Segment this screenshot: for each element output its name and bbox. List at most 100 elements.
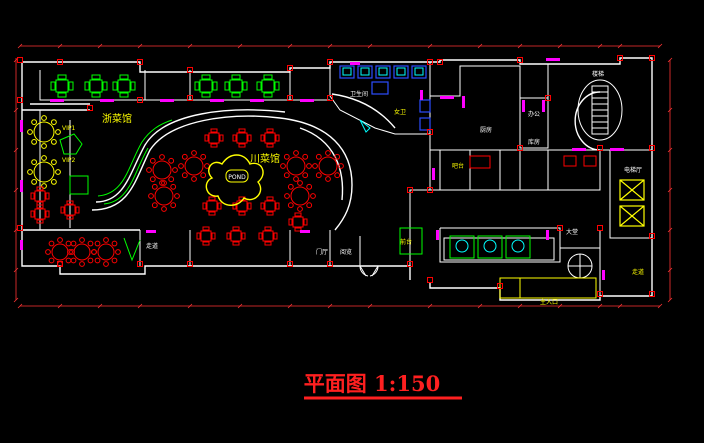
door xyxy=(300,230,310,233)
door xyxy=(440,96,454,99)
square-table xyxy=(30,186,50,206)
column xyxy=(287,95,293,101)
door xyxy=(20,120,23,132)
column xyxy=(187,95,193,101)
column xyxy=(327,95,333,101)
private-table xyxy=(50,74,74,98)
column xyxy=(137,97,143,103)
curved-walls xyxy=(91,91,601,231)
dining-furniture xyxy=(30,128,344,267)
tick-bottom xyxy=(557,303,563,309)
elevator-shafts xyxy=(619,179,645,227)
door xyxy=(420,90,423,100)
door-markers xyxy=(20,58,624,280)
private-table xyxy=(256,74,280,98)
column xyxy=(617,55,623,61)
service-equipment xyxy=(399,155,597,299)
column xyxy=(327,59,333,65)
tick-top xyxy=(327,43,333,49)
dimension-lines xyxy=(15,45,671,307)
column xyxy=(649,55,655,61)
tick-right xyxy=(667,297,673,303)
tick-bottom xyxy=(137,303,143,309)
round-table-red xyxy=(91,237,121,267)
door xyxy=(610,148,624,151)
round-table-red xyxy=(148,180,180,212)
column xyxy=(287,65,293,71)
square-table xyxy=(258,226,278,246)
label-vip1: VIP1 xyxy=(62,125,75,132)
drawing-title: 平面图 1:150 xyxy=(304,371,441,396)
tick-right xyxy=(667,227,673,233)
column xyxy=(427,59,433,65)
square-table xyxy=(196,226,216,246)
column xyxy=(137,59,143,65)
column xyxy=(437,59,443,65)
label-reading: 阅览 xyxy=(340,248,352,256)
label-zhe-restaurant: 浙菜馆 xyxy=(102,112,132,125)
square-table xyxy=(30,204,50,224)
tick-bottom xyxy=(657,303,663,309)
round-table xyxy=(27,115,61,149)
round-table xyxy=(27,155,61,189)
door xyxy=(572,148,586,151)
square-table xyxy=(288,212,308,232)
structural-columns xyxy=(17,55,655,297)
column xyxy=(649,291,655,297)
label-elevator-hall: 电梯厅 xyxy=(624,166,642,174)
label-reception: 前台 xyxy=(400,238,412,246)
square-table xyxy=(232,128,252,148)
door xyxy=(20,240,23,250)
tick-bottom xyxy=(597,303,603,309)
label-stair: 楼梯 xyxy=(592,70,604,78)
room-labels: 浙菜馆 川菜馆 VIP1 VIP2 卫生间 女卫 厨房 办公 库房 大堂 电梯厅… xyxy=(62,70,644,306)
column xyxy=(407,261,413,267)
tick-top xyxy=(97,43,103,49)
label-vestibule: 门厅 xyxy=(316,248,328,256)
tick-right xyxy=(667,187,673,193)
tick-top xyxy=(477,43,483,49)
label-female-wc: 女卫 xyxy=(394,108,406,116)
column xyxy=(57,261,63,267)
column xyxy=(187,261,193,267)
column xyxy=(517,145,523,151)
tick-left xyxy=(13,297,19,303)
column xyxy=(497,283,503,289)
tick-top xyxy=(367,43,373,49)
column xyxy=(57,59,63,65)
tick-top xyxy=(427,43,433,49)
column xyxy=(427,187,433,193)
column xyxy=(407,187,413,193)
tick-top xyxy=(597,43,603,49)
door xyxy=(160,99,174,102)
tick-left xyxy=(13,147,19,153)
column xyxy=(187,67,193,73)
tick-left xyxy=(13,267,19,273)
square-table xyxy=(226,226,246,246)
column xyxy=(597,145,603,151)
tick-right xyxy=(667,57,673,63)
door xyxy=(250,99,264,102)
door xyxy=(462,96,465,108)
column xyxy=(597,291,603,297)
door xyxy=(146,230,156,233)
tick-bottom xyxy=(327,303,333,309)
tick-bottom xyxy=(427,303,433,309)
label-bar: 吧台 xyxy=(452,162,464,170)
column xyxy=(17,57,23,63)
vip-round-tables xyxy=(27,115,61,189)
toilet-wc-marks xyxy=(342,67,424,133)
square-table xyxy=(260,196,280,216)
round-table-red xyxy=(284,180,316,212)
door xyxy=(20,180,23,192)
door xyxy=(546,230,549,240)
private-table xyxy=(224,74,248,98)
door xyxy=(432,168,435,180)
tick-right xyxy=(667,267,673,273)
square-table xyxy=(260,128,280,148)
door xyxy=(436,230,439,240)
round-table-red xyxy=(146,154,178,186)
column xyxy=(649,145,655,151)
square-table xyxy=(202,196,222,216)
